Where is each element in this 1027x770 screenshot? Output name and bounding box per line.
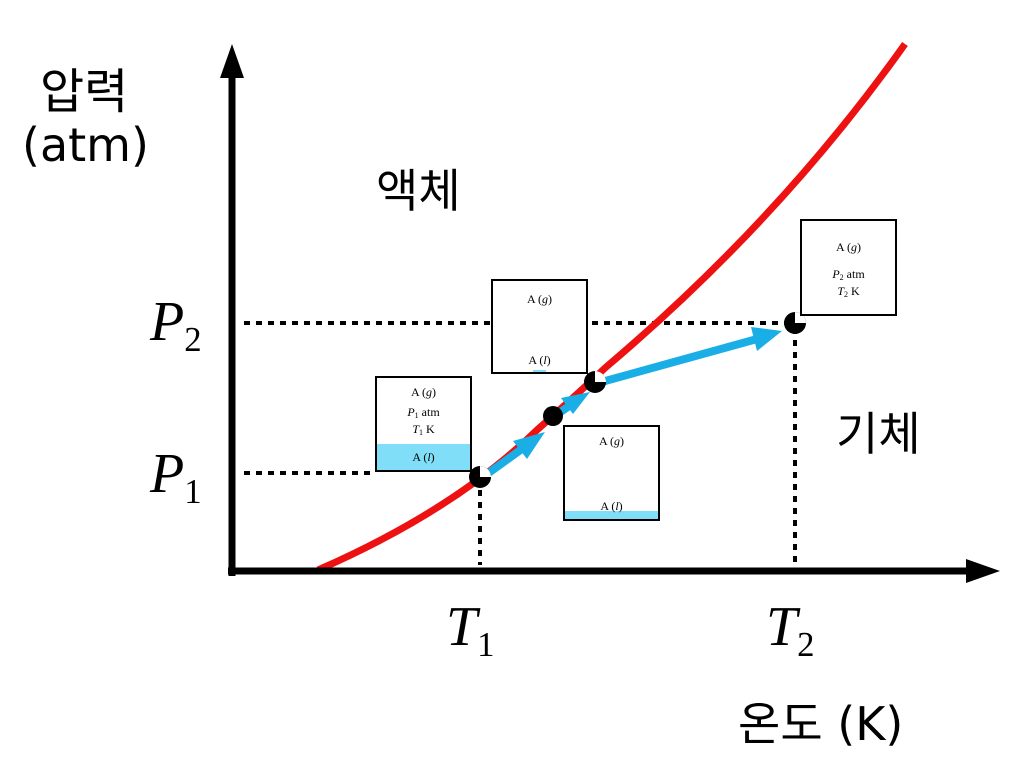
liquid-label: A (l) [565,499,658,514]
gas-label: A (g) [377,385,470,400]
t2-tick-label: T2 [766,595,815,665]
temperature-label: T2 K [802,284,895,299]
state-point-2 [543,406,563,426]
liquid-label: A (l) [493,353,586,368]
liquid-region-label: 액체 [376,155,461,221]
gas-label: A (g) [493,292,586,307]
t1-tick-label: T1 [446,595,495,665]
container-box-1: A (g) P1 atm T1 K A (l) [375,376,472,472]
container-box-3: A (g) A (l) [491,279,588,374]
p1-tick-label: P1 [150,442,202,512]
y-axis-label: 압력 [40,52,128,122]
pressure-label: P2 atm [802,267,895,282]
gas-label: A (g) [565,434,658,449]
p2-tick-label: P2 [150,290,202,360]
y-axis-arrowhead [220,44,244,78]
container-box-4: A (g) P2 atm T2 K [800,219,897,316]
liquid-fill [533,370,546,372]
pressure-label: P1 atm [377,405,470,420]
state-point-1 [469,466,491,488]
x-axis-arrowhead [966,559,1000,583]
y-axis-unit: (atm) [22,118,149,172]
process-arrow-1 [483,432,545,477]
process-arrow-3 [598,327,782,383]
liquid-label: A (l) [377,450,470,465]
temperature-label: T1 K [377,422,470,437]
state-point-3 [584,371,606,393]
gas-region-label: 기체 [836,398,921,464]
gas-label: A (g) [802,240,895,255]
x-axis-label: 온도 (K) [738,688,903,754]
container-box-2: A (g) A (l) [563,425,660,521]
